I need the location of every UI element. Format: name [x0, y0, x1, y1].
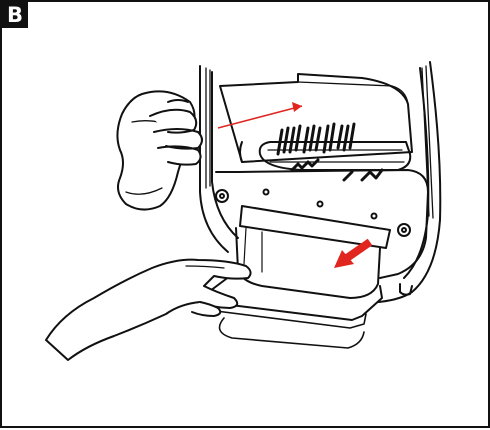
screw	[398, 224, 410, 236]
lower-panel	[216, 170, 428, 278]
screw	[318, 202, 323, 207]
screw	[264, 190, 269, 195]
arrow-icon	[292, 102, 302, 112]
device-foot	[400, 284, 412, 295]
brush-bristles	[278, 124, 354, 154]
screw	[216, 190, 228, 202]
arrow-icon	[218, 106, 302, 128]
arrow-icon	[334, 242, 370, 268]
screw	[372, 214, 377, 219]
